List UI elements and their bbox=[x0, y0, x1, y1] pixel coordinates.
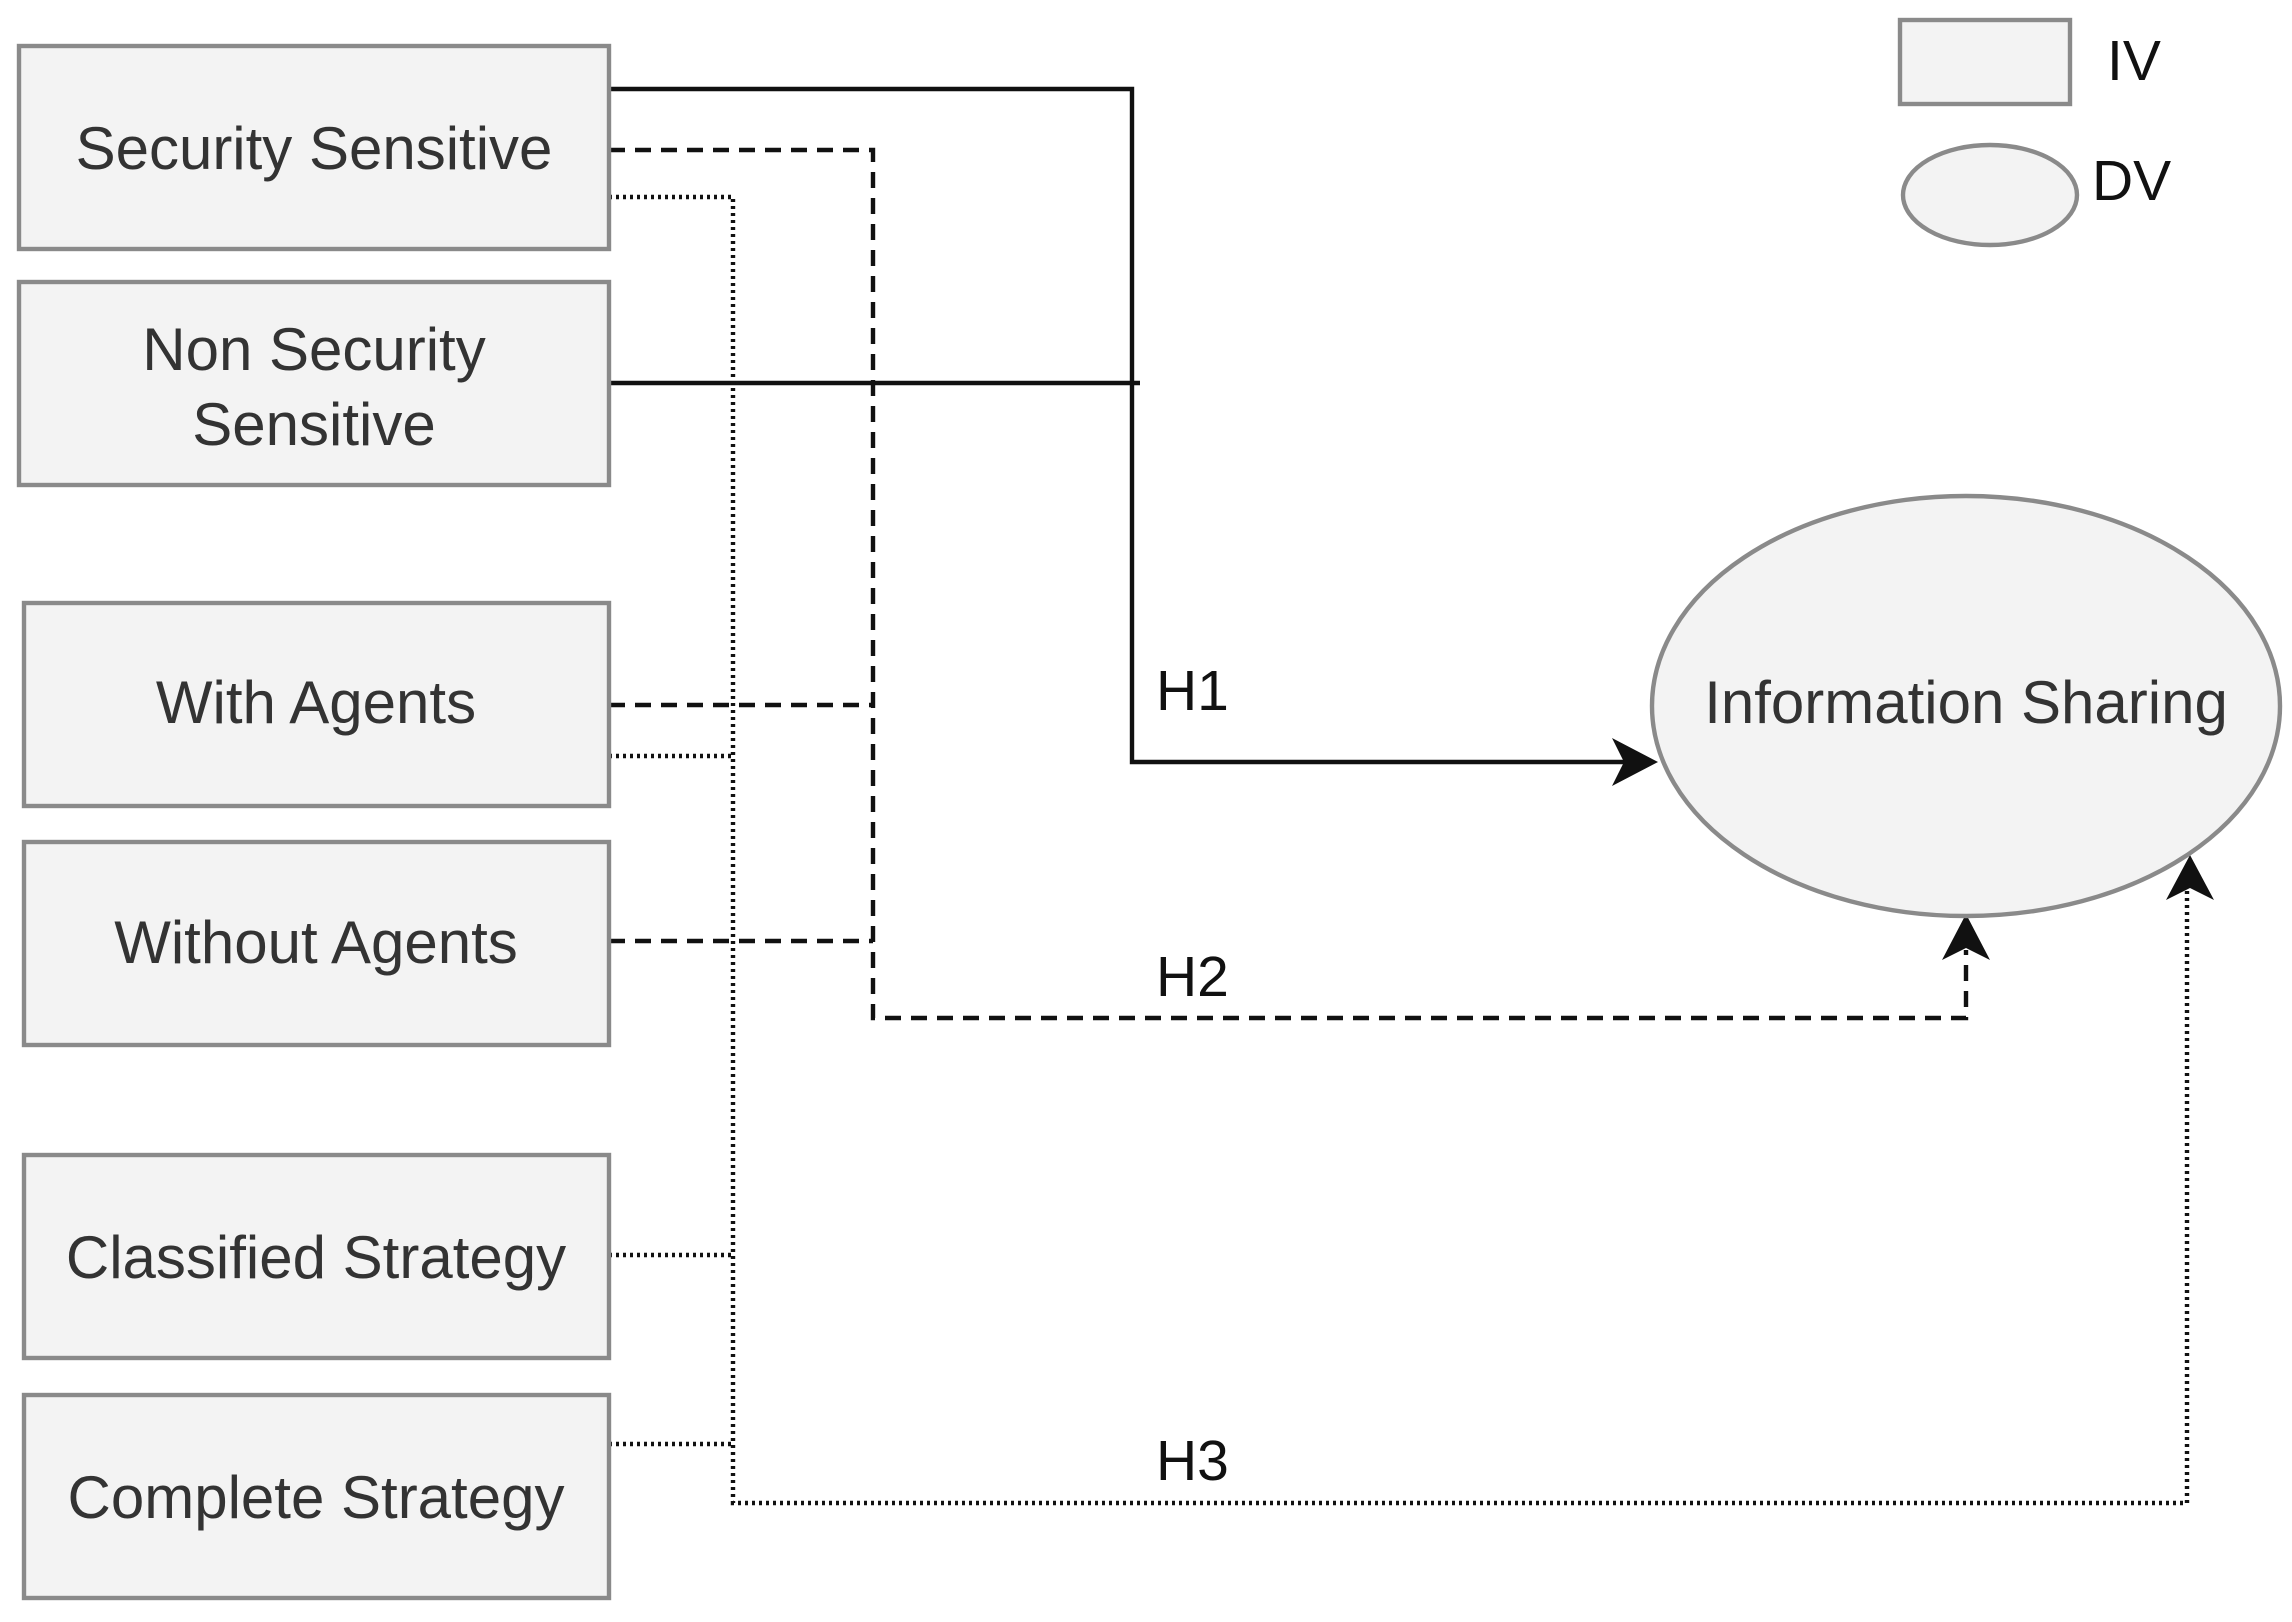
non-security-sensitive-label-line2: Sensitive bbox=[192, 391, 435, 458]
h3-connector-group bbox=[609, 194, 2214, 1506]
iv-box-security-sensitive: Security Sensitive bbox=[16, 43, 612, 252]
complete-strategy-label: Complete Strategy bbox=[68, 1464, 565, 1531]
h2-line-security-sensitive bbox=[609, 147, 1969, 1021]
iv-box-classified-strategy: Classified Strategy bbox=[21, 1152, 612, 1361]
h2-connector-group bbox=[609, 147, 1990, 1021]
classified-strategy-label: Classified Strategy bbox=[66, 1224, 566, 1291]
non-security-sensitive-label-line1: Non Security bbox=[142, 316, 485, 383]
h3-line-security-sensitive bbox=[609, 194, 2190, 1506]
dv-ellipse-information-sharing: Information Sharing bbox=[1649, 493, 2283, 919]
legend: IV DV bbox=[1897, 17, 2171, 248]
h2-arrowhead bbox=[1942, 914, 1990, 960]
h3-arrowhead bbox=[2166, 855, 2214, 900]
h2-label: H2 bbox=[1156, 945, 1229, 1009]
iv-box-complete-strategy: Complete Strategy bbox=[21, 1392, 612, 1601]
legend-dv-label: DV bbox=[2092, 149, 2171, 213]
security-sensitive-label: Security Sensitive bbox=[76, 115, 553, 182]
h1-line-security-sensitive bbox=[609, 86, 1625, 765]
without-agents-label: Without Agents bbox=[114, 909, 518, 976]
legend-dv-swatch bbox=[1900, 142, 2080, 248]
h1-label: H1 bbox=[1156, 659, 1229, 723]
iv-box-non-security-sensitive: Non Security Sensitive bbox=[16, 279, 612, 488]
h1-arrowhead bbox=[1612, 738, 1658, 786]
h3-label: H3 bbox=[1156, 1429, 1229, 1493]
legend-iv-swatch bbox=[1897, 17, 2073, 107]
h1-connector-group bbox=[609, 86, 1658, 786]
legend-iv-label: IV bbox=[2107, 29, 2161, 93]
iv-box-with-agents: With Agents bbox=[21, 600, 612, 809]
iv-box-without-agents: Without Agents bbox=[21, 839, 612, 1048]
information-sharing-label: Information Sharing bbox=[1704, 669, 2228, 736]
with-agents-label: With Agents bbox=[156, 669, 476, 736]
